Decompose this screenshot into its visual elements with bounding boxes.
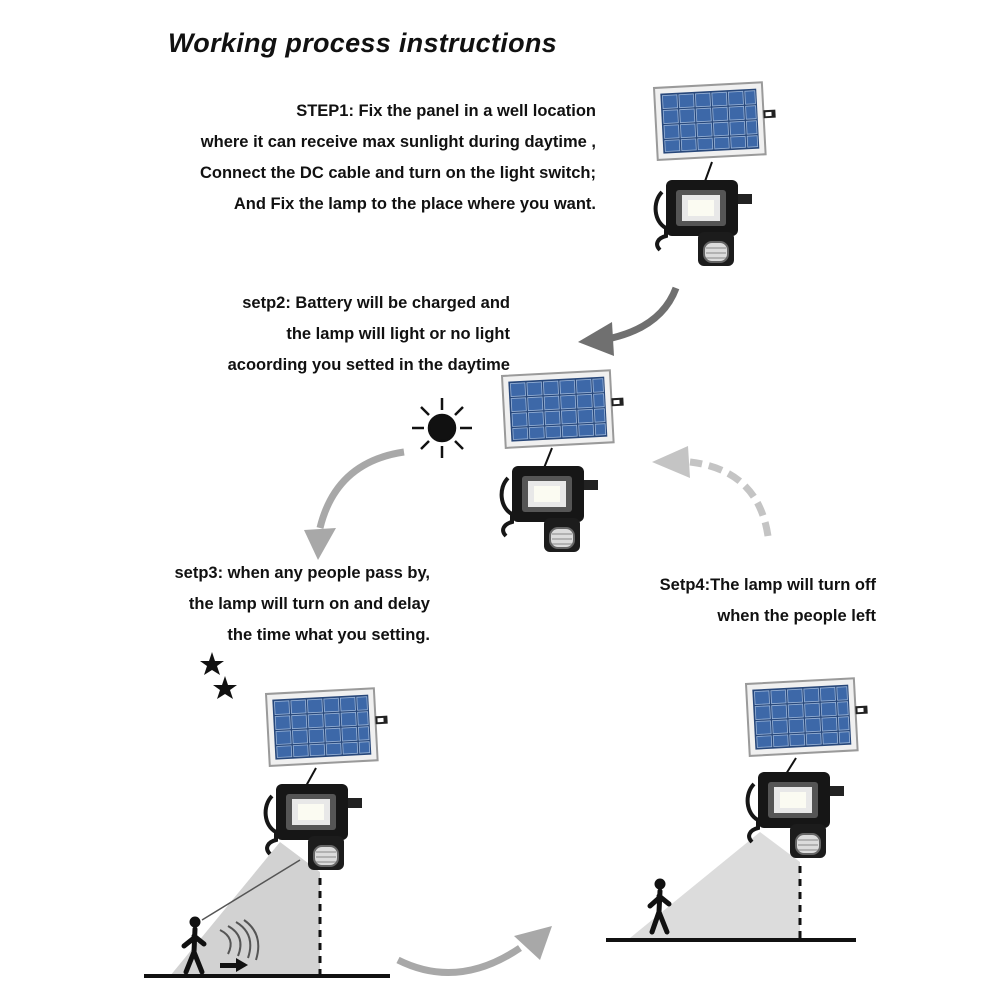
- step1-line: Connect the DC cable and turn on the lig…: [199, 164, 596, 182]
- solar-lamp-step3: [144, 686, 391, 978]
- person-icon: [181, 916, 207, 975]
- motion-waves-icon: [219, 919, 260, 961]
- arrow-step2-to-step3: [304, 448, 405, 560]
- solar-lamp-step4: [606, 676, 871, 942]
- step3-text: setp3: when any people pass by, the lamp…: [174, 558, 430, 651]
- step2-line: acoording you setted in the daytime: [227, 356, 510, 374]
- arrow-step3-to-step4: [396, 926, 552, 976]
- step3-line: setp3: when any people pass by,: [174, 564, 430, 582]
- arrow-right-icon: [220, 958, 248, 972]
- step4-line: Setp4:The lamp will turn off: [659, 576, 876, 594]
- moon-icon: [156, 646, 188, 707]
- page-title: Working process instructions: [168, 28, 557, 58]
- solar-lamp-step2: [499, 368, 627, 554]
- solar-lamp-step1: [653, 80, 779, 268]
- star-icon: [200, 652, 237, 699]
- sun-icon: [412, 398, 472, 458]
- person-icon: [647, 878, 672, 935]
- step1-line: STEP1: Fix the panel in a well location: [296, 102, 596, 120]
- step2-line: the lamp will light or no light: [286, 325, 510, 343]
- step4-line: when the people left: [717, 607, 876, 625]
- step2-text: setp2: Battery will be charged and the l…: [228, 288, 510, 381]
- step1-line: And Fix the lamp to the place where you …: [233, 195, 596, 213]
- step2-line: setp2: Battery will be charged and: [242, 294, 510, 312]
- step1-line: where it can receive max sunlight during…: [200, 133, 596, 151]
- step1-text: STEP1: Fix the panel in a well location …: [200, 96, 596, 220]
- arrow-step1-to-step2: [578, 286, 680, 356]
- step3-line: the lamp will turn on and delay: [188, 595, 430, 613]
- arrow-step4-to-step2: [652, 446, 772, 537]
- step3-line: the time what you setting.: [227, 626, 430, 644]
- step4-text: Setp4:The lamp will turn off when the pe…: [660, 570, 876, 632]
